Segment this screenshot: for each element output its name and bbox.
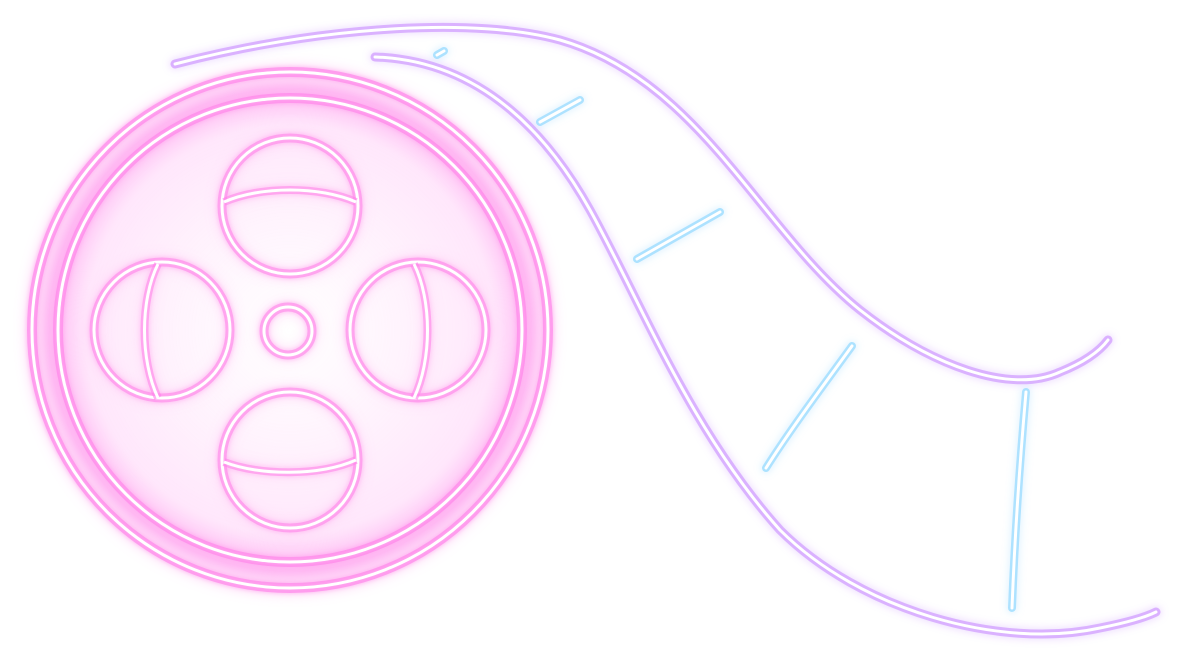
reel-hole-left [89, 257, 235, 403]
frame-divider-1 [433, 47, 448, 59]
reel-hole-right [345, 257, 491, 403]
reel-hub [259, 302, 317, 360]
reel-hole-top [217, 133, 363, 279]
reel-rims [27, 67, 553, 593]
frame-divider-3 [633, 208, 724, 263]
reel-hole-bottom [217, 387, 363, 533]
reel-spokes [89, 133, 491, 533]
film-strip [170, 22, 1161, 639]
film-reel [27, 67, 553, 593]
frame-divider-4 [762, 342, 856, 472]
reel-glow-halo [28, 68, 552, 592]
frame-divider-2 [536, 96, 584, 126]
frame-divider-5 [1008, 388, 1030, 612]
film-frame-dividers [433, 47, 1030, 612]
